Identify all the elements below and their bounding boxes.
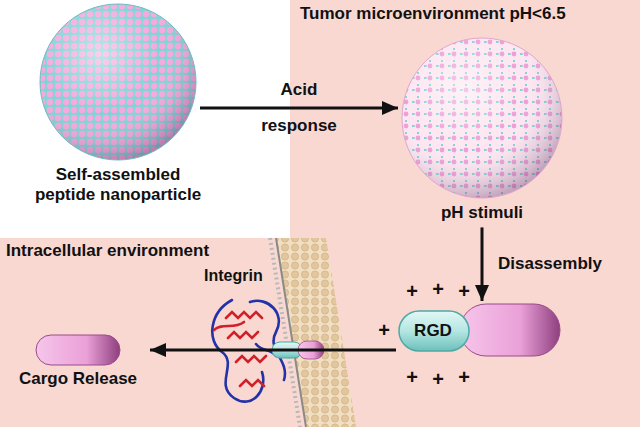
panel-title: Intracellular environment [6,241,209,261]
node-shape [35,334,121,366]
charge-sign: + [378,318,390,342]
node-label: RGD [398,311,468,351]
charge-sign: + [432,367,444,391]
charge-sign: + [458,279,470,303]
panel-title: Tumor microenvironment pH<6.5 [300,4,566,24]
node-label: pH stimuli [384,203,580,223]
part-label: Integrin [204,266,263,285]
charge-sign: + [406,279,418,303]
node-shape [398,303,562,357]
charge-sign: + [432,277,444,301]
loose-nanoparticle-node: pH stimuli [382,36,582,223]
charge-sign: + [458,365,470,389]
arrow-connector [200,107,398,110]
arrow-connector [150,349,396,352]
edge-label: Acid response [252,72,347,144]
rgd-conjugate-node: RGD [398,303,562,357]
node-label: Cargo Release [9,369,147,389]
cell-membrane [270,238,356,427]
nanoparticle-node: Self-assembled peptide nanoparticle [28,2,208,206]
arrow-connector [481,227,484,301]
white-panel [0,0,290,238]
node-label: Self-assembled peptide nanoparticle [29,165,207,206]
cargo-node: Cargo Release [8,334,148,389]
charge-sign: + [406,365,418,389]
node-shape [38,2,198,162]
edge-label: Disassembly [498,254,602,274]
node-shape [400,36,564,200]
